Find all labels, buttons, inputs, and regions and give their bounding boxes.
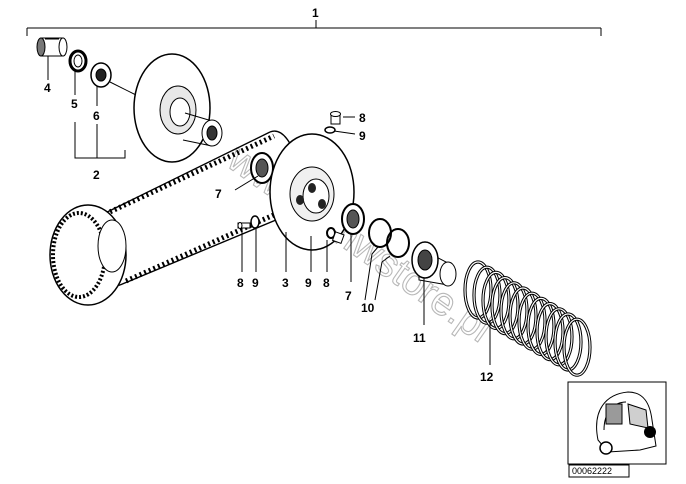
callout-12: 12	[480, 370, 494, 384]
seal-ring-lower	[341, 203, 365, 235]
screw-upper	[330, 111, 341, 125]
spring-coil-highlight	[491, 277, 519, 335]
vehicle-thumbnail: 00062222	[567, 381, 667, 478]
clutch-pulley	[49, 204, 127, 306]
spring-coil-highlight	[554, 313, 582, 371]
leader-lines	[47, 56, 491, 365]
callout-8-upper: 8	[359, 111, 366, 125]
diagram-code: 00062222	[572, 466, 612, 476]
callout-7-upper: 7	[215, 187, 222, 201]
callout-3: 3	[282, 276, 289, 290]
spring-coil-highlight	[545, 308, 573, 366]
compression-spring	[463, 260, 592, 377]
callout-10: 10	[361, 301, 375, 315]
callout-8-left: 8	[237, 276, 244, 290]
circlip	[68, 49, 88, 73]
callout-9-left: 9	[252, 276, 259, 290]
spring-coil-highlight	[563, 318, 591, 376]
callout-1: 1	[312, 6, 319, 20]
assembly-bracket	[26, 20, 602, 36]
callout-labels: 1 2 3 4 5 6 7 7 8 8 8 9 9 9 10 11 12	[44, 6, 494, 384]
screw-center	[331, 231, 345, 245]
callout-11: 11	[413, 331, 426, 345]
shaft-seal	[90, 62, 112, 88]
screw-left	[237, 222, 251, 229]
seal-ring-upper	[250, 152, 274, 184]
spring-coil-highlight	[527, 297, 555, 355]
spring-coil-highlight	[509, 287, 537, 345]
callout-7-lower: 7	[345, 289, 352, 303]
callout-5: 5	[71, 97, 78, 111]
fixed-drive-pulley	[269, 133, 355, 251]
spacer-rings	[368, 218, 410, 258]
spring-coil-highlight	[518, 292, 546, 350]
callout-2: 2	[93, 168, 100, 182]
spring-coil-highlight	[500, 282, 528, 340]
callout-9-upper: 9	[359, 129, 366, 143]
guide-sleeve	[411, 241, 457, 287]
washer-upper	[324, 126, 336, 134]
callout-6: 6	[93, 109, 100, 123]
movable-drive-pulley	[109, 53, 223, 163]
callout-9-center: 9	[305, 276, 312, 290]
needle-bearing	[36, 37, 68, 57]
washer-left	[250, 215, 260, 229]
spring-coil-highlight	[536, 303, 564, 361]
callout-8-center: 8	[323, 276, 330, 290]
callout-4: 4	[44, 81, 51, 95]
